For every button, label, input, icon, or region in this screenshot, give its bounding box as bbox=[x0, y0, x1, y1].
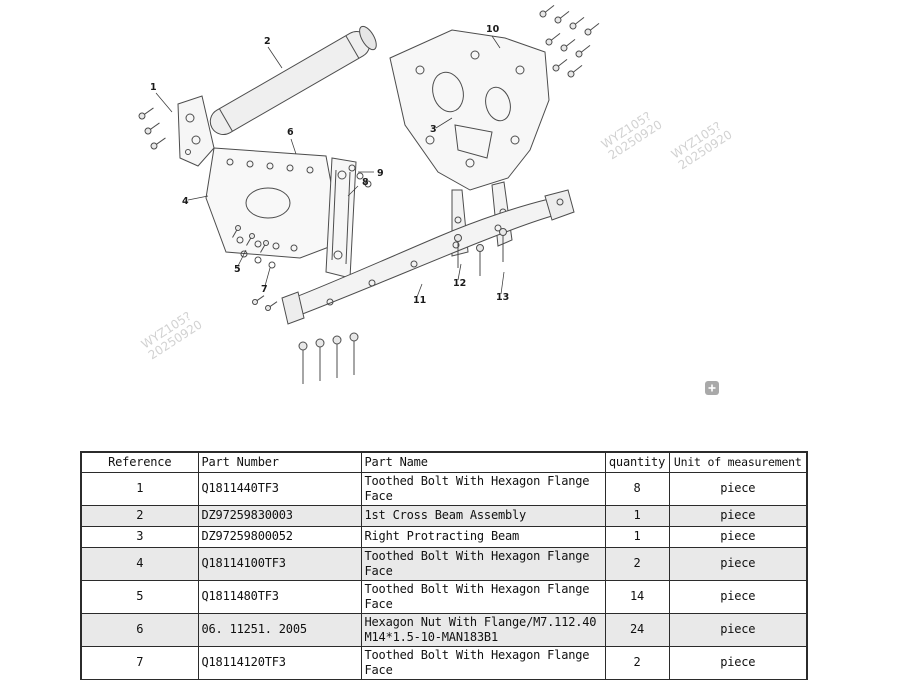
col-header-quantity: quantity bbox=[604, 451, 670, 473]
cross-beam-assembly-part bbox=[389, 29, 550, 257]
cell-part-name: Toothed Bolt With Hexagon Flange Face bbox=[360, 546, 606, 581]
cell-reference: 1 bbox=[80, 471, 199, 506]
cell-unit: piece bbox=[668, 525, 808, 548]
bolt-cluster-left bbox=[138, 107, 166, 150]
watermark: WYZ105? 20250920 bbox=[669, 119, 735, 173]
cell-part-name: 1st Cross Beam Assembly bbox=[360, 504, 606, 527]
watermark: WYZ105? 20250920 bbox=[599, 109, 665, 163]
expand-icon[interactable] bbox=[705, 381, 719, 395]
cell-quantity: 1 bbox=[604, 525, 670, 548]
parts-table-header: Reference Part Number Part Name quantity… bbox=[80, 451, 808, 473]
cell-unit: piece bbox=[668, 546, 808, 581]
table-row[interactable]: 1 Q1811440TF3 Toothed Bolt With Hexagon … bbox=[80, 471, 808, 506]
cell-reference: 6 bbox=[80, 612, 199, 647]
callout-9: 9 bbox=[377, 168, 384, 179]
cell-unit: piece bbox=[668, 471, 808, 506]
parts-table: Reference Part Number Part Name quantity… bbox=[80, 451, 808, 680]
watermark: WYZ105? 20250920 bbox=[139, 309, 205, 363]
table-row[interactable]: 5 Q1811480TF3 Toothed Bolt With Hexagon … bbox=[80, 579, 808, 614]
cell-reference: 3 bbox=[80, 525, 199, 548]
col-header-reference: Reference bbox=[80, 451, 199, 473]
col-header-part-number: Part Number bbox=[197, 451, 362, 473]
cell-quantity: 8 bbox=[604, 471, 670, 506]
vertical-frame-part bbox=[325, 157, 372, 279]
parts-diagram: WYZ105? 20250920 WYZ105? 20250920 WYZ105… bbox=[138, 4, 735, 395]
bolt-group-bottom bbox=[252, 295, 359, 384]
callout-7: 7 bbox=[261, 284, 268, 295]
cell-part-number: Q1811480TF3 bbox=[197, 579, 362, 614]
cell-part-number: 06. 11251. 2005 bbox=[197, 612, 362, 647]
cross-tube-part bbox=[209, 25, 377, 135]
callout-1: 1 bbox=[150, 82, 157, 93]
cell-part-name: Right Protracting Beam bbox=[360, 525, 606, 548]
left-bracket-part bbox=[177, 95, 215, 167]
cell-quantity: 2 bbox=[604, 645, 670, 680]
cell-part-name: Toothed Bolt With Hexagon Flange Face bbox=[360, 579, 606, 614]
callout-13: 13 bbox=[496, 292, 509, 303]
cell-part-number: DZ97259800052 bbox=[197, 525, 362, 548]
callout-12: 12 bbox=[453, 278, 466, 289]
bolt-group-middle bbox=[454, 228, 507, 276]
cell-part-name: Hexagon Nut With Flange/M7.112.40 M14*1.… bbox=[360, 612, 606, 647]
table-row[interactable]: 6 06. 11251. 2005 Hexagon Nut With Flang… bbox=[80, 612, 808, 647]
cell-part-number: Q18114120TF3 bbox=[197, 645, 362, 680]
cell-reference: 7 bbox=[80, 645, 199, 680]
cell-unit: piece bbox=[668, 645, 808, 680]
callout-5: 5 bbox=[234, 264, 241, 275]
table-row[interactable]: 2 DZ97259830003 1st Cross Beam Assembly … bbox=[80, 504, 808, 527]
cell-reference: 2 bbox=[80, 504, 199, 527]
callout-4: 4 bbox=[182, 196, 189, 207]
cell-reference: 4 bbox=[80, 546, 199, 581]
callout-2: 2 bbox=[264, 36, 271, 47]
cell-quantity: 14 bbox=[604, 579, 670, 614]
cell-part-number: DZ97259830003 bbox=[197, 504, 362, 527]
col-header-part-name: Part Name bbox=[360, 451, 606, 473]
cell-quantity: 24 bbox=[604, 612, 670, 647]
callout-leaders bbox=[155, 35, 505, 298]
cell-unit: piece bbox=[668, 504, 808, 527]
callout-numbers: 1 2 3 4 5 6 7 8 9 10 11 12 13 bbox=[150, 24, 509, 306]
mounting-plate-part bbox=[205, 147, 343, 259]
cell-reference: 5 bbox=[80, 579, 199, 614]
callout-8: 8 bbox=[362, 177, 369, 188]
protracting-beam-part bbox=[281, 189, 575, 325]
callout-6: 6 bbox=[287, 127, 294, 138]
callout-11: 11 bbox=[413, 295, 426, 306]
cell-quantity: 1 bbox=[604, 504, 670, 527]
table-row[interactable]: 3 DZ97259800052 Right Protracting Beam 1… bbox=[80, 525, 808, 548]
bolt-cluster-top-right bbox=[539, 4, 600, 78]
callout-3: 3 bbox=[430, 124, 437, 135]
cell-part-number: Q1811440TF3 bbox=[197, 471, 362, 506]
table-row[interactable]: 4 Q18114100TF3 Toothed Bolt With Hexagon… bbox=[80, 546, 808, 581]
col-header-unit: Unit of measurement bbox=[668, 451, 808, 473]
parts-diagram-svg: WYZ105? 20250920 WYZ105? 20250920 WYZ105… bbox=[138, 4, 735, 395]
callout-10: 10 bbox=[486, 24, 500, 35]
washer-bolt-row bbox=[232, 225, 276, 269]
cell-unit: piece bbox=[668, 579, 808, 614]
cell-part-name: Toothed Bolt With Hexagon Flange Face bbox=[360, 471, 606, 506]
table-row[interactable]: 7 Q18114120TF3 Toothed Bolt With Hexagon… bbox=[80, 645, 808, 680]
cell-part-number: Q18114100TF3 bbox=[197, 546, 362, 581]
cell-part-name: Toothed Bolt With Hexagon Flange Face bbox=[360, 645, 606, 680]
cell-unit: piece bbox=[668, 612, 808, 647]
cell-quantity: 2 bbox=[604, 546, 670, 581]
